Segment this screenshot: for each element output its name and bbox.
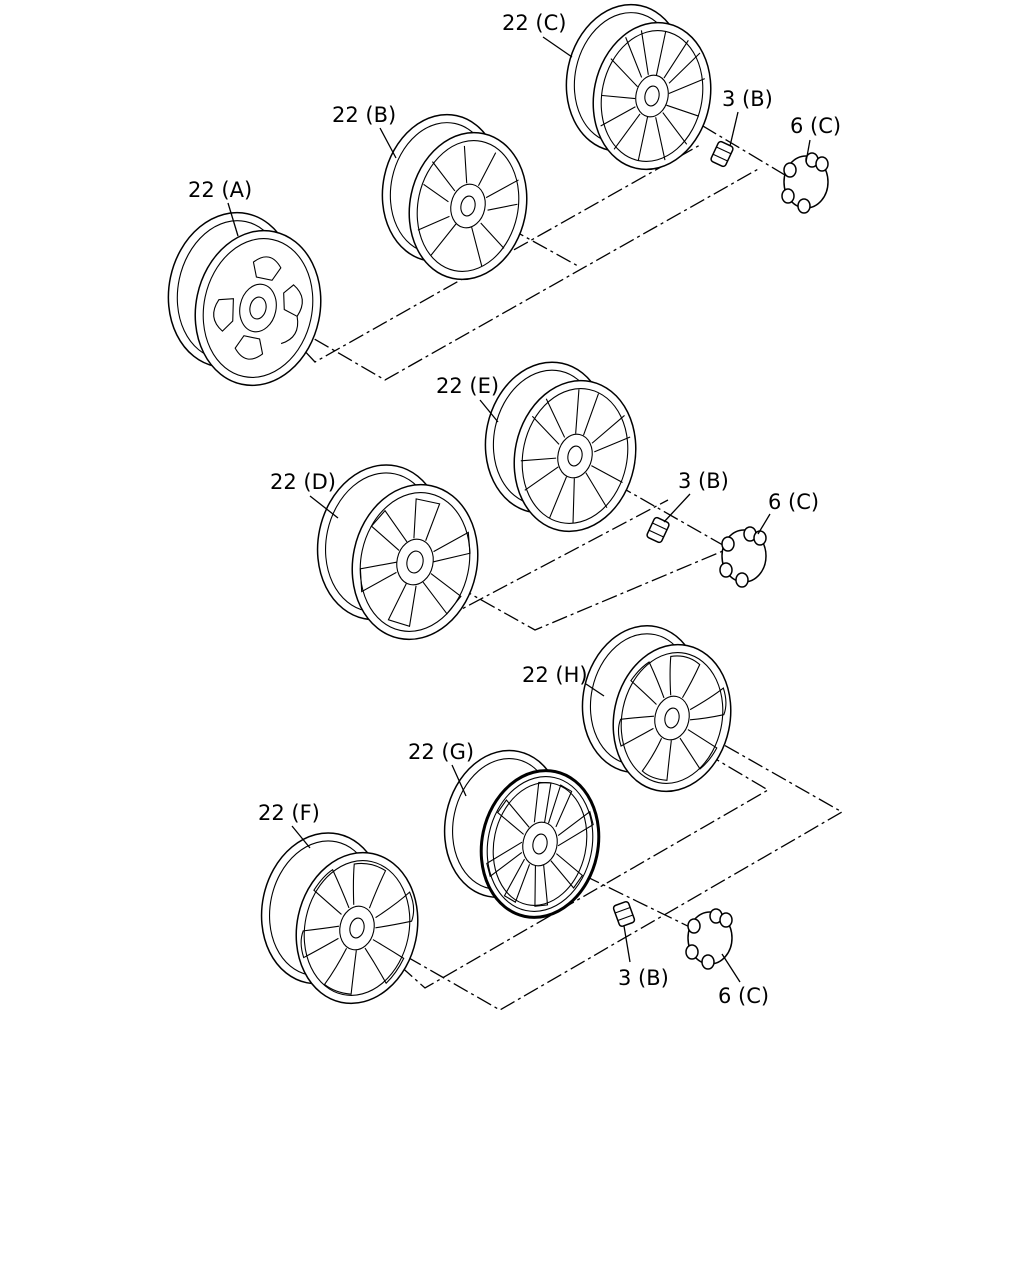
wheel-22-h[interactable]: [567, 615, 747, 803]
leader-lines: [227, 36, 811, 983]
wheel-22-a[interactable]: [152, 201, 338, 397]
group-1-centerlines: [267, 97, 791, 381]
label-nut-3-b-3: 3 (B): [618, 966, 669, 990]
wheel-22-c[interactable]: [551, 0, 727, 180]
label-wheel-22-h: 22 (H): [522, 663, 588, 687]
label-wheel-22-b: 22 (B): [332, 103, 396, 127]
wheel-22-g[interactable]: [429, 740, 615, 929]
lug-nut-1[interactable]: [710, 140, 734, 168]
wheel-22-e[interactable]: [469, 351, 652, 543]
center-cap-2[interactable]: [719, 526, 767, 588]
label-wheel-22-f: 22 (F): [258, 801, 320, 825]
callout-labels: 22 (A) 22 (B) 22 (C) 3 (B) 6 (C) 22 (D) …: [188, 11, 841, 1008]
label-wheel-22-c: 22 (C): [502, 11, 566, 35]
label-cap-6-c-2: 6 (C): [768, 490, 819, 514]
lug-nut-3[interactable]: [612, 901, 636, 927]
center-cap-3[interactable]: [685, 908, 733, 970]
label-wheel-22-d: 22 (D): [270, 470, 336, 494]
wheel-22-d[interactable]: [301, 453, 494, 651]
label-wheel-22-a: 22 (A): [188, 178, 252, 202]
label-wheel-22-g: 22 (G): [408, 740, 474, 764]
label-nut-3-b-1: 3 (B): [722, 87, 773, 111]
label-wheel-22-e: 22 (E): [436, 374, 499, 398]
center-cap-1[interactable]: [781, 152, 829, 214]
lug-nut-2[interactable]: [646, 516, 670, 544]
label-nut-3-b-2: 3 (B): [678, 469, 729, 493]
label-cap-6-c-1: 6 (C): [790, 114, 841, 138]
wheel-22-b[interactable]: [367, 104, 543, 291]
label-cap-6-c-3: 6 (C): [718, 984, 769, 1008]
wheel-22-f[interactable]: [245, 822, 434, 1015]
